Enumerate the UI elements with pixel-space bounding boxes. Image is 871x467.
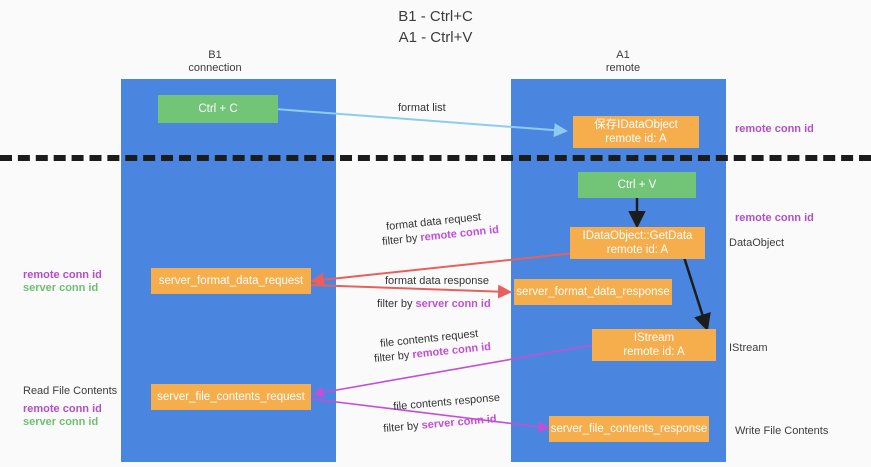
phase-separator	[0, 155, 871, 161]
annotation-istream: IStream	[729, 342, 768, 354]
filter-prefix: filter by	[373, 349, 414, 366]
arrow-format-data-response	[309, 284, 512, 299]
filter-prefix: filter by	[382, 419, 423, 436]
filter-key-server-conn-id: server conn id	[415, 298, 491, 310]
annotation-left-remote-conn-id: remote conn id	[23, 269, 102, 281]
label-format-data-response-filter: filter by server conn id	[377, 296, 491, 312]
arrow-getdata-to-istream	[681, 253, 711, 332]
annotation-remote-conn-id-mid: remote conn id	[735, 212, 814, 224]
arrow-file-contents-request	[312, 344, 593, 398]
annotation-write-file-contents: Write File Contents	[735, 425, 829, 437]
lane-title-a1: A1 remote	[605, 49, 641, 74]
node-save-idataobject[interactable]: 保存IDataObject remote id: A	[573, 116, 699, 148]
diagram-title: B1 - Ctrl+C A1 - Ctrl+V	[398, 8, 473, 46]
node-istream[interactable]: IStream remote id: A	[592, 329, 716, 361]
node-server-format-data-response[interactable]: server_format_data_response	[514, 279, 672, 305]
annotation-remote-conn-id-top: remote conn id	[735, 123, 814, 135]
node-server-file-contents-response[interactable]: server_file_contents_response	[549, 416, 709, 442]
arrow-format-data-request	[310, 252, 576, 287]
node-idataobject-getdata[interactable]: IDataObject::GetData remote id: A	[570, 227, 705, 259]
lane-title-b1: B1 connection	[188, 49, 242, 74]
label-format-data-response: format data response	[385, 275, 489, 287]
annotation-left-server-conn-id: server conn id	[23, 282, 99, 294]
arrow-format-list	[274, 108, 568, 138]
annotation-dataobject: DataObject	[729, 237, 785, 249]
node-ctrl-c[interactable]: Ctrl + C	[158, 95, 278, 123]
node-server-file-contents-request[interactable]: server_file_contents_request	[151, 384, 311, 410]
node-server-format-data-request[interactable]: server_format_data_request	[151, 268, 311, 294]
annotation-read-file-contents: Read File Contents	[23, 385, 118, 397]
annotation-left-server-conn-id-2: server conn id	[23, 416, 99, 428]
filter-prefix: filter by	[381, 232, 422, 249]
filter-prefix: filter by	[377, 298, 416, 310]
node-ctrl-v[interactable]: Ctrl + V	[578, 172, 696, 198]
arrow-file-contents-response	[311, 398, 550, 433]
label-format-list: format list	[398, 102, 446, 114]
annotation-left-remote-conn-id-2: remote conn id	[23, 403, 102, 415]
